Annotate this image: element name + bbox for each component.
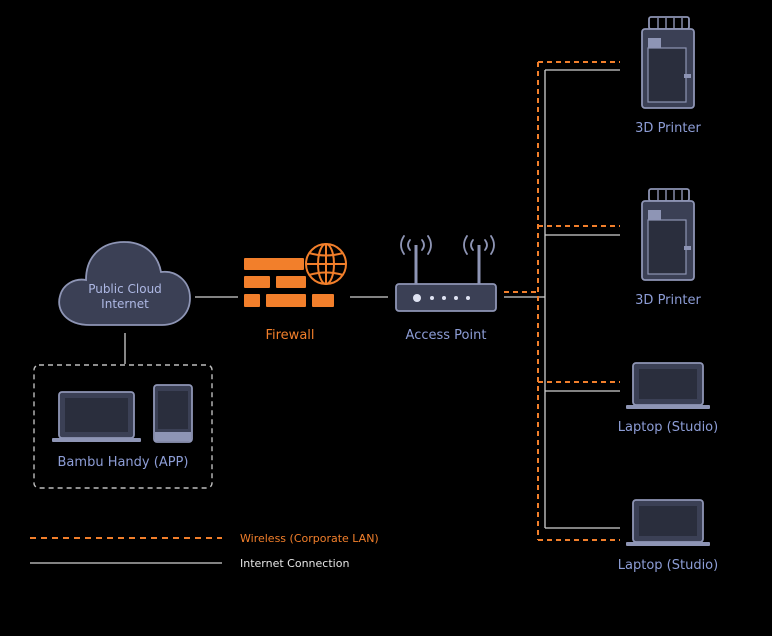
tablet-icon bbox=[153, 384, 193, 443]
cloud-label-line2: Internet bbox=[101, 297, 149, 311]
cloud-label-line1: Public Cloud bbox=[88, 282, 162, 296]
cloud-icon bbox=[58, 241, 191, 326]
device-label-4: Laptop (Studio) bbox=[618, 558, 718, 573]
legend: Wireless (Corporate LAN) Internet Connec… bbox=[30, 532, 379, 570]
device-label-3: Laptop (Studio) bbox=[618, 420, 718, 435]
laptop-icon bbox=[626, 362, 710, 409]
legend-label-wireless: Wireless (Corporate LAN) bbox=[240, 532, 379, 545]
app-group-label: Bambu Handy (APP) bbox=[58, 455, 189, 470]
device-label-1: 3D Printer bbox=[635, 121, 701, 136]
access-point-label: Access Point bbox=[406, 328, 487, 343]
firewall-label: Firewall bbox=[265, 328, 314, 343]
app-group: Bambu Handy (APP) bbox=[33, 364, 213, 489]
laptop-icon bbox=[52, 391, 141, 442]
device-label-2: 3D Printer bbox=[635, 293, 701, 308]
app-group-border bbox=[33, 364, 213, 489]
printer-icon bbox=[641, 188, 695, 281]
printer-icon bbox=[641, 16, 695, 109]
connections bbox=[124, 61, 620, 541]
firewall-icon bbox=[244, 243, 347, 307]
legend-label-internet: Internet Connection bbox=[240, 557, 349, 570]
laptop-icon bbox=[626, 499, 710, 546]
router-icon bbox=[395, 235, 497, 312]
